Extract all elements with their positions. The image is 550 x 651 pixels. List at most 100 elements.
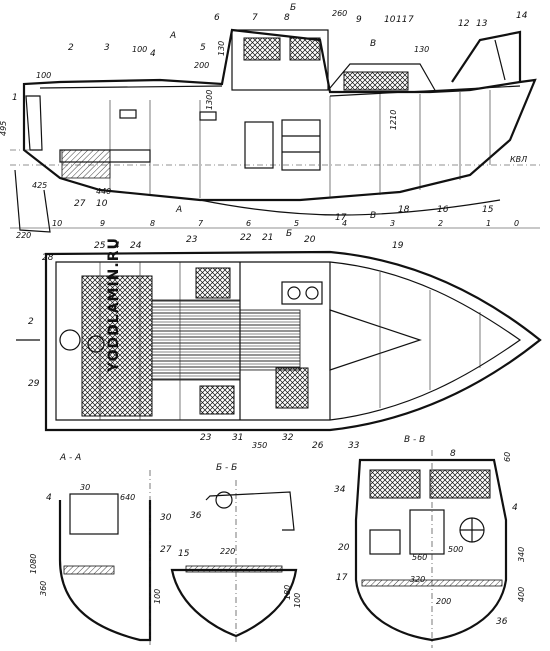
locker-door [244,121,274,169]
callout: 6 [214,13,220,23]
section-mark: Б [286,229,292,239]
callout: 12 [458,19,470,29]
section-title: А - А [59,453,81,463]
callout: 4 [150,49,156,59]
station: 5 [294,219,299,228]
callout: 14 [516,11,528,21]
callout: 31 [232,433,243,443]
callout: 22 [240,233,252,243]
callout: 15 [178,549,190,559]
dimension: 100 [293,593,302,608]
callout: 2 [68,43,74,53]
galley-unit [281,119,321,171]
callout: 36 [190,511,202,521]
side-window-1 [243,37,281,61]
plan-view: YODDLAMIN.RU 28 25 4 24 23 22 21 20 19 2… [16,233,542,451]
dimension: 60 [503,452,512,462]
callout: 11 [396,15,407,25]
callout: 1 [12,93,18,103]
outboard-motor [25,95,43,151]
dimension: 425 [32,181,47,190]
callout: 4 [46,493,52,503]
station: 8 [150,219,155,228]
callout: 3 [104,43,110,53]
callout: 8 [450,449,456,459]
section-title: В - В [404,435,425,445]
station: 9 [100,219,105,228]
dimension: 340 [517,547,526,562]
callout: 19 [392,241,404,251]
dimension: 495 [0,121,8,136]
section-vv: В - В 8 34 20 4 17 36 60 500 560 320 200… [334,435,526,648]
dimension: 200 [194,61,209,70]
station: 6 [246,219,251,228]
floorboards [151,299,241,381]
side-hull-outline [22,28,537,202]
dimension: 180 [283,585,292,600]
callout: 7 [252,13,258,23]
callout: 30 [160,513,172,523]
station: 7 [198,219,204,228]
dimension: 200 [436,597,451,606]
callout: 23 [200,433,212,443]
motor-plan [59,329,81,351]
callout: 4 [512,503,518,513]
side-view: КВЛ 1 2 3 4 5 6 7 8 9 10 11 7 12 13 14 1… [0,3,540,240]
callout: 29 [28,379,40,389]
dimension: 100 [132,45,147,54]
waterline-label: КВЛ [510,155,527,164]
dimension: 130 [414,45,429,54]
callout: 7 [408,15,414,25]
callout: 23 [186,235,198,245]
section-title: Б - Б [216,463,237,473]
callout: 13 [476,19,488,29]
dimension: 500 [448,545,463,554]
callout: 10 [384,15,396,25]
dimension: 220 [220,547,235,556]
section-aa-hull [58,500,152,642]
callout: 16 [437,205,449,215]
section-aa: А - А 4 30 27 30 640 1080 360 100 [29,453,172,645]
dimension: 440 [96,187,111,196]
station: 10 [52,219,62,228]
callout: 10 [96,199,108,209]
section-vv-hull [354,458,508,642]
section-bb: Б - Б 36 15 220 100 180 [170,463,302,645]
callout: 34 [334,485,346,495]
section-mark: Б [290,3,296,13]
callout: 25 [94,241,106,251]
callout: 28 [42,253,54,263]
callout: 26 [312,441,324,451]
station: 1 [486,219,491,228]
dimension: 1300 [205,90,214,110]
station: 3 [390,219,395,228]
windshield-right [429,469,491,499]
dimension: 260 [332,9,347,18]
station: 4 [342,219,347,228]
dimension: 640 [120,493,135,502]
callout: 17 [336,573,348,583]
dimension: 30 [80,483,90,492]
callout: 27 [160,545,172,555]
bow-rail [451,30,522,83]
dimension: 130 [217,41,226,56]
callout: 17 [335,213,347,223]
callout: 4 [114,241,120,251]
callout: 8 [284,13,290,23]
dimension: 100 [153,589,162,604]
callout: 15 [482,205,494,215]
dimension: 100 [36,71,51,80]
station: 0 [514,219,519,228]
callout: 24 [130,241,142,251]
section-mark: В [370,39,376,49]
section-mark: А [169,31,176,41]
windshield-left [369,469,421,499]
side-window-2 [289,37,321,61]
callout: 20 [338,543,350,553]
callout: 18 [398,205,410,215]
section-bb-hull [170,568,298,638]
section-mark: А [175,205,182,215]
dimension: 560 [412,553,427,562]
dimension: 220 [16,231,31,240]
cabin-door [409,509,445,555]
